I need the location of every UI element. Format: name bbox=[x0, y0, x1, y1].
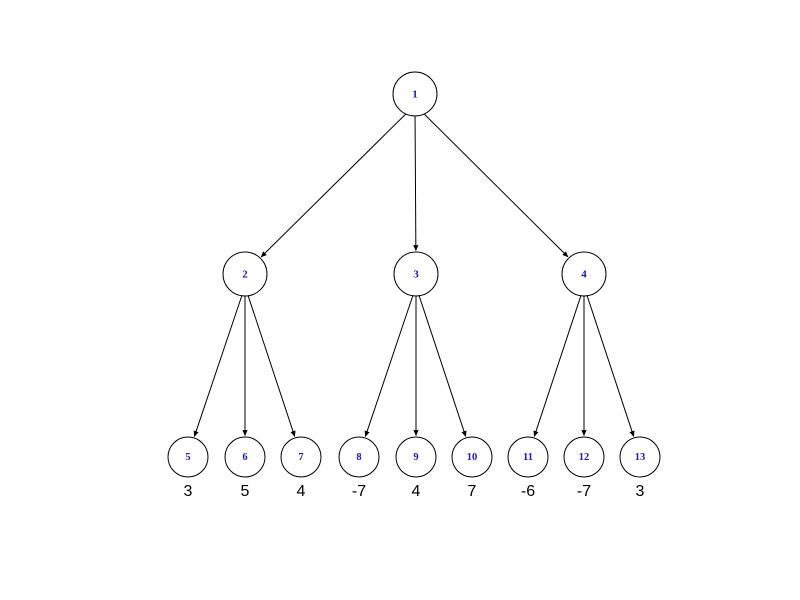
node-label-13: 13 bbox=[635, 452, 646, 463]
node-circle-13 bbox=[619, 436, 661, 478]
node-circle-1 bbox=[392, 71, 438, 117]
tree-node-13[interactable]: 13 bbox=[619, 436, 661, 478]
tree-node-9[interactable]: 9 bbox=[395, 436, 437, 478]
tree-node-4[interactable]: 4 bbox=[561, 251, 607, 297]
tree-edge-4-11 bbox=[533, 294, 582, 438]
node-label-2: 2 bbox=[242, 269, 248, 281]
leaf-values-layer: 3 5 4 -7 4 7 -6 -7 3 bbox=[184, 483, 645, 500]
leaf-value-10: 7 bbox=[468, 483, 477, 500]
leaf-value-9: 4 bbox=[412, 483, 421, 500]
node-circle-2 bbox=[222, 251, 268, 297]
tree-edge-2-5 bbox=[193, 294, 243, 438]
tree-edge-4-13 bbox=[586, 294, 635, 438]
node-circle-9 bbox=[395, 436, 437, 478]
leaf-value-6: 5 bbox=[241, 483, 250, 500]
tree-edge-2-7 bbox=[247, 294, 296, 438]
tree-node-12[interactable]: 12 bbox=[563, 436, 605, 478]
tree-node-2[interactable]: 2 bbox=[222, 251, 268, 297]
node-circle-6 bbox=[224, 436, 266, 478]
node-circle-3 bbox=[393, 251, 439, 297]
node-label-3: 3 bbox=[413, 269, 419, 281]
node-label-11: 11 bbox=[523, 452, 533, 463]
node-label-6: 6 bbox=[242, 452, 247, 463]
tree-edge-1-3 bbox=[413, 115, 419, 252]
node-label-12: 12 bbox=[579, 452, 590, 463]
node-circle-11 bbox=[507, 436, 549, 478]
tree-node-7[interactable]: 7 bbox=[280, 436, 322, 478]
tree-edge-1-2 bbox=[260, 111, 409, 258]
tree-node-11[interactable]: 11 bbox=[507, 436, 549, 478]
tree-node-5[interactable]: 5 bbox=[167, 436, 209, 478]
node-label-8: 8 bbox=[356, 452, 361, 463]
node-label-4: 4 bbox=[581, 269, 587, 281]
tree-node-6[interactable]: 6 bbox=[224, 436, 266, 478]
node-label-7: 7 bbox=[298, 452, 303, 463]
tree-node-1[interactable]: 1 bbox=[392, 71, 438, 117]
node-circle-5 bbox=[167, 436, 209, 478]
edges-layer bbox=[193, 111, 635, 438]
node-label-1: 1 bbox=[412, 89, 418, 101]
leaf-value-13: 3 bbox=[636, 483, 645, 500]
leaf-value-11: -6 bbox=[521, 483, 535, 500]
leaf-value-7: 4 bbox=[297, 483, 306, 500]
tree-node-8[interactable]: 8 bbox=[338, 436, 380, 478]
tree-edge-3-10 bbox=[418, 294, 467, 438]
node-circle-7 bbox=[280, 436, 322, 478]
node-circle-8 bbox=[338, 436, 380, 478]
node-label-5: 5 bbox=[185, 452, 190, 463]
leaf-value-5: 3 bbox=[184, 483, 193, 500]
leaf-value-12: -7 bbox=[577, 483, 591, 500]
node-label-10: 10 bbox=[467, 452, 478, 463]
node-circle-10 bbox=[451, 436, 493, 478]
node-label-9: 9 bbox=[413, 452, 418, 463]
tree-edge-1-4 bbox=[421, 111, 569, 258]
tree-edge-3-8 bbox=[364, 294, 414, 438]
tree-node-3[interactable]: 3 bbox=[393, 251, 439, 297]
tree-node-10[interactable]: 10 bbox=[451, 436, 493, 478]
leaf-value-8: -7 bbox=[352, 483, 366, 500]
node-circle-4 bbox=[561, 251, 607, 297]
node-circle-12 bbox=[563, 436, 605, 478]
